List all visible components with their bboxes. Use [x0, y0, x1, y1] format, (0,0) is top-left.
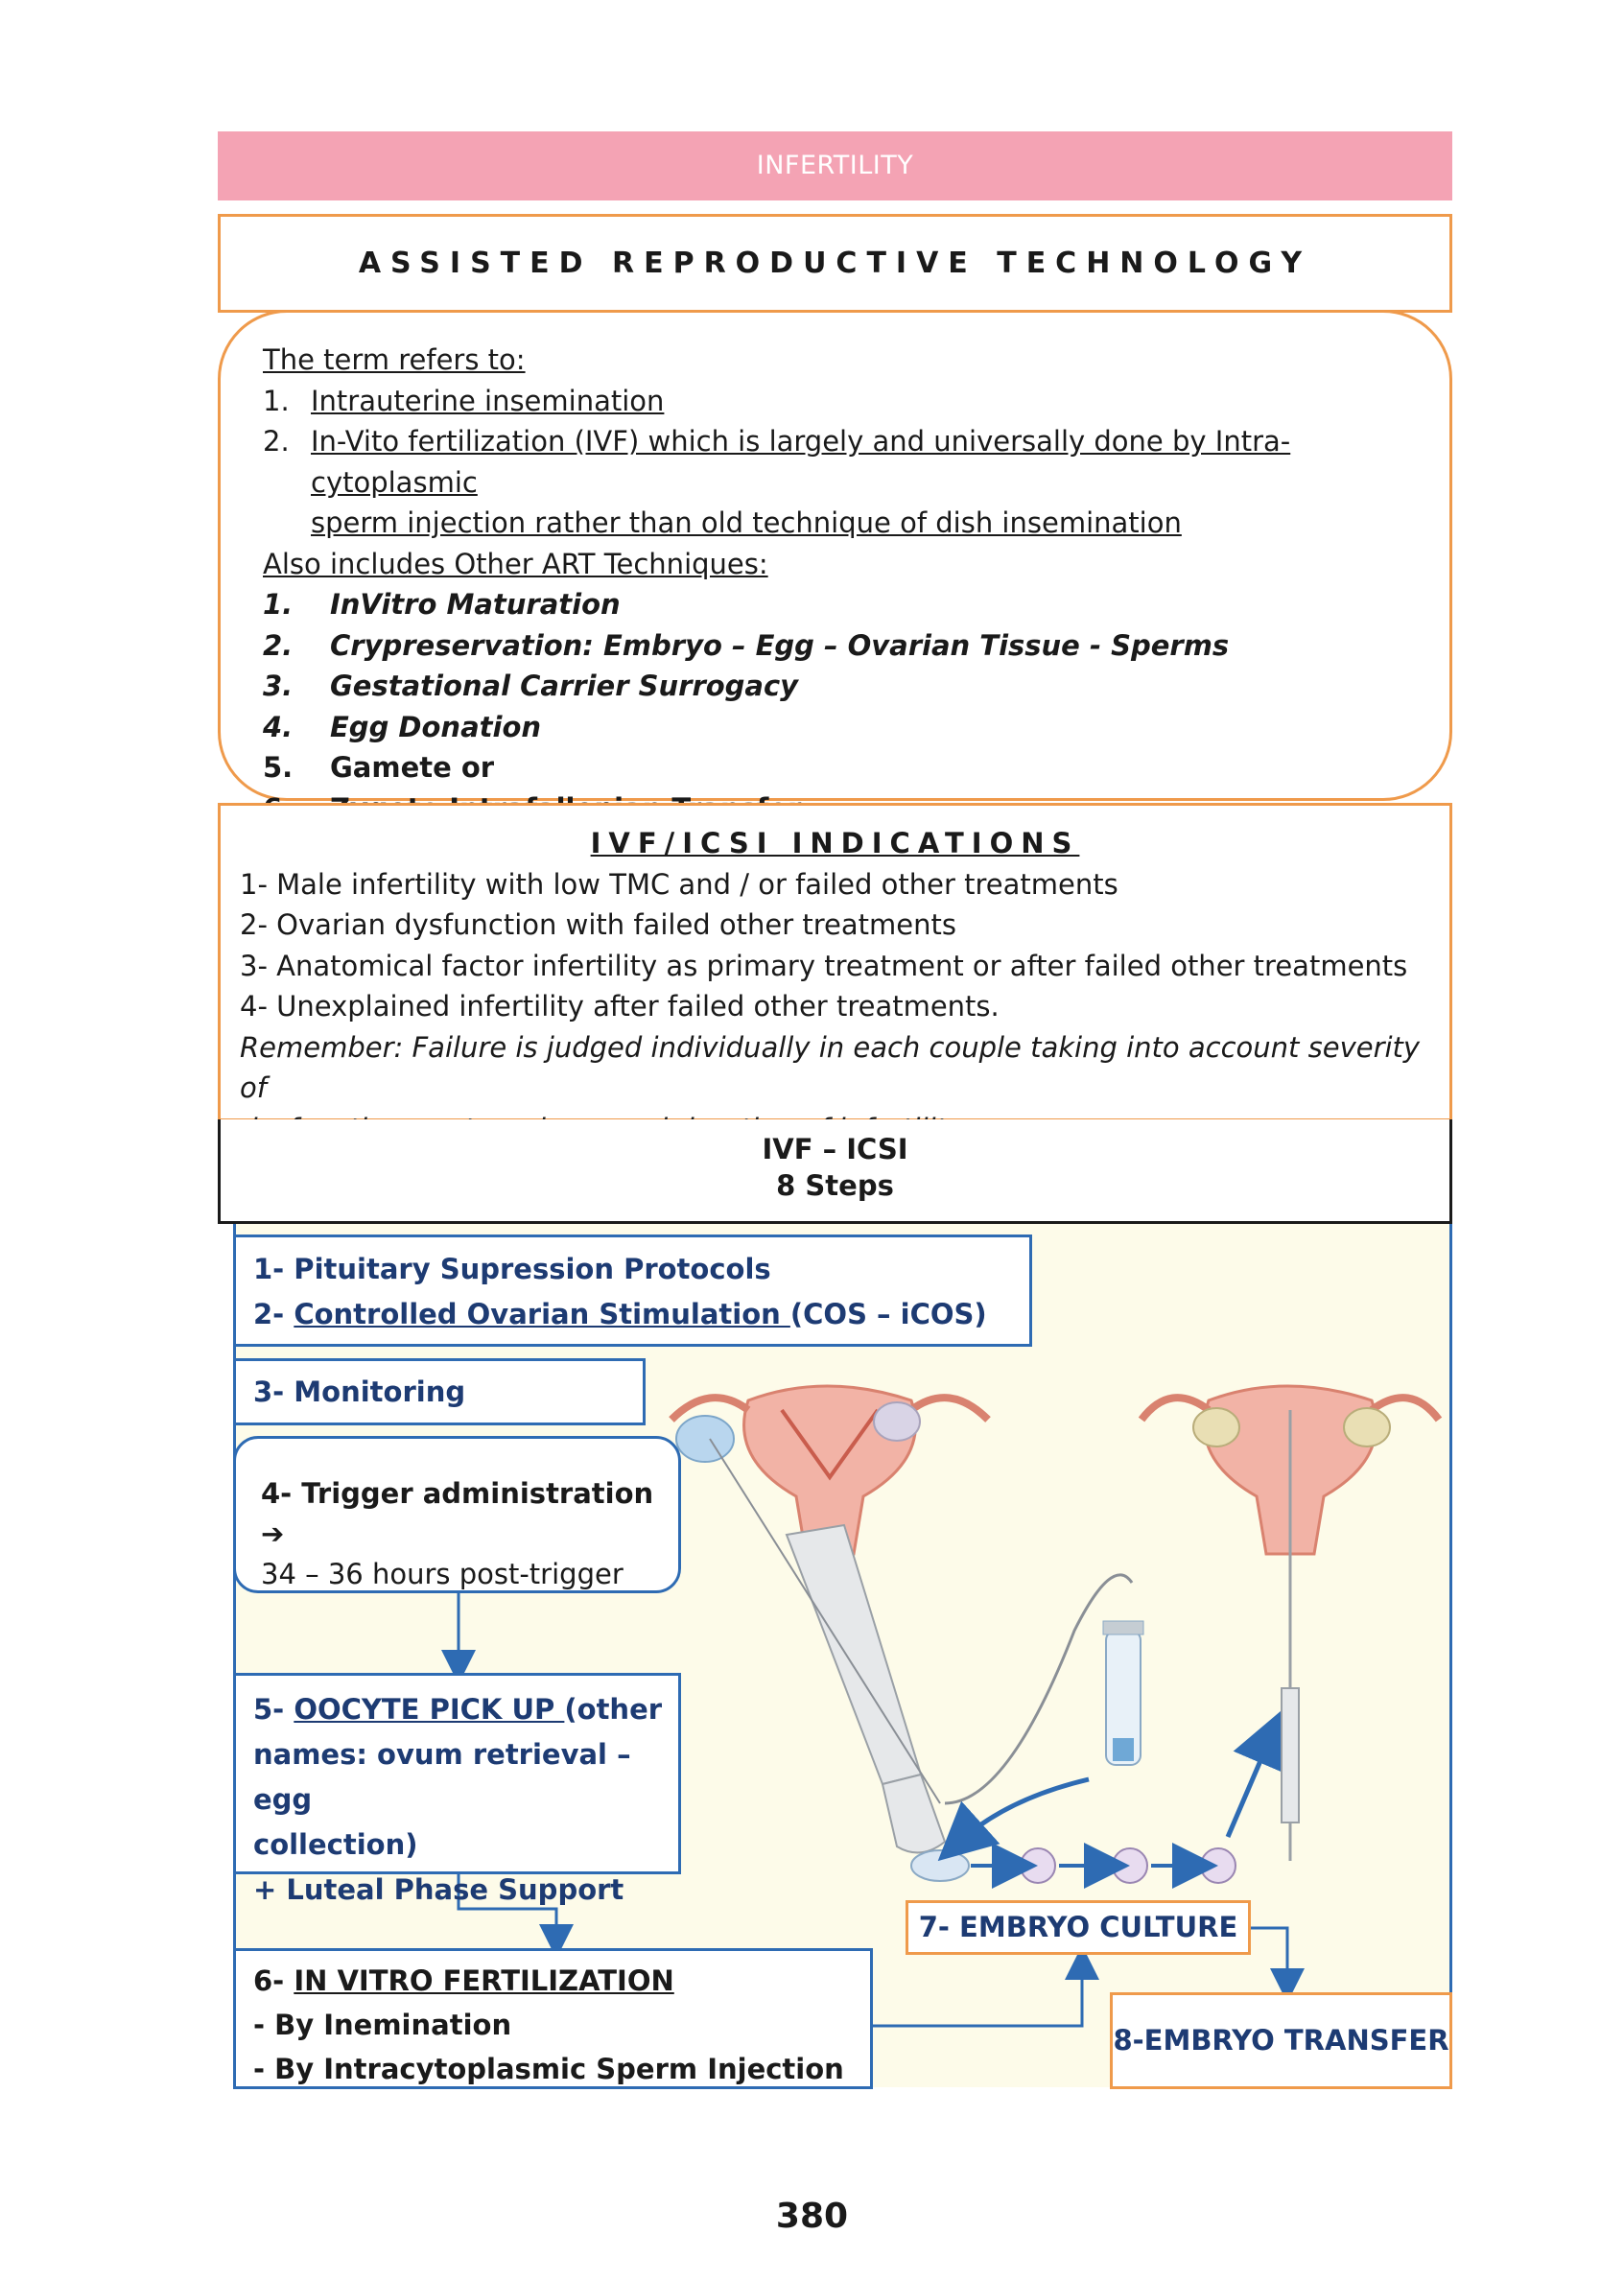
- art-title: ASSISTED REPRODUCTIVE TECHNOLOGY: [218, 214, 1452, 313]
- indication-item: 4- Unexplained infertility after failed …: [240, 990, 1000, 1023]
- technique-item-4: 4. Egg Donation: [263, 707, 1449, 748]
- refers-item-1: 1. Intrauterine insemination: [263, 381, 1449, 422]
- art-intro: The term refers to:: [263, 343, 526, 376]
- step-5-line2: names: ovum retrieval – egg: [253, 1738, 631, 1816]
- step-4-sub: 34 – 36 hours post-trigger: [261, 1558, 624, 1590]
- step-7-box: 7- EMBRYO CULTURE: [906, 1900, 1251, 1955]
- remember-note-line1: Remember: Failure is judged individually…: [240, 1030, 1421, 1105]
- technique-num: 3.: [263, 670, 294, 702]
- indications-title: IVF/ICSI INDICATIONS: [590, 827, 1080, 859]
- step-6-line1: 6- IN VITRO FERTILIZATION: [253, 1959, 870, 2003]
- step-8-box: 8-EMBRYO TRANSFER: [1110, 1992, 1452, 2089]
- indication-item: 3- Anatomical factor infertility as prim…: [240, 949, 1408, 982]
- step-4-label: 4- Trigger administration ➔: [261, 1477, 654, 1550]
- step-6-line2: - By Inemination: [253, 2009, 512, 2041]
- refers-text-line2: sperm injection rather than old techniqu…: [311, 506, 1182, 539]
- step-6-line3: - By Intracytoplasmic Sperm Injection: [253, 2053, 844, 2085]
- indication-item: 1- Male infertility with low TMC and / o…: [240, 867, 1118, 901]
- refers-text: Intrauterine insemination: [311, 384, 665, 417]
- step-1-2-box: 1- Pituitary Supression Protocols 2- Con…: [233, 1235, 1032, 1347]
- technique-text: InVitro Maturation: [330, 588, 621, 621]
- technique-num: 2.: [263, 628, 294, 662]
- indications-box: IVF/ICSI INDICATIONS 1- Male infertility…: [218, 803, 1452, 1145]
- refers-num: 2.: [263, 425, 290, 458]
- technique-text: Egg Donation: [330, 710, 542, 743]
- step-5-suffix: (other: [564, 1693, 663, 1726]
- technique-text: Gestational Carrier Surrogacy: [330, 670, 799, 702]
- steps-subtitle: 8 Steps: [776, 1169, 894, 1202]
- step-1-label: 1- Pituitary Supression Protocols: [253, 1253, 771, 1285]
- technique-item-5: 5. Gamete or: [263, 747, 1449, 788]
- step-5-line4: + Luteal Phase Support: [253, 1873, 624, 1906]
- technique-text: Crypreservation: Embryo – Egg – Ovarian …: [330, 628, 1230, 662]
- step-2-prefix: 2-: [253, 1298, 294, 1330]
- technique-text: Gamete or: [330, 751, 495, 784]
- step-6-prefix: 6-: [253, 1964, 294, 1997]
- step-6-main: IN VITRO FERTILIZATION: [294, 1964, 674, 1997]
- technique-num: 4.: [263, 710, 294, 743]
- also-includes: Also includes Other ART Techniques:: [263, 547, 768, 580]
- step-4-box: 4- Trigger administration ➔ 34 – 36 hour…: [233, 1436, 681, 1593]
- step-2-main: Controlled Ovarian Stimulation: [294, 1298, 790, 1330]
- chapter-header: INFERTILITY: [218, 131, 1452, 200]
- steps-header: IVF – ICSI 8 Steps: [218, 1119, 1452, 1224]
- steps-title: IVF – ICSI: [762, 1133, 908, 1165]
- step-5-prefix: 5-: [253, 1693, 294, 1726]
- technique-item-2: 2. Crypreservation: Embryo – Egg – Ovaria…: [263, 625, 1449, 667]
- refers-num: 1.: [263, 384, 290, 417]
- technique-num: 5.: [263, 751, 294, 784]
- page-number: 380: [775, 2197, 849, 2236]
- step-5-line1: 5- OOCYTE PICK UP (other: [253, 1687, 678, 1732]
- technique-item-1: 1. InVitro Maturation: [263, 584, 1449, 625]
- step-2-suffix: (COS – iCOS): [789, 1298, 987, 1330]
- refers-item-2: 2. In-Vito fertilization (IVF) which is …: [263, 421, 1449, 544]
- step-5-line3: collection): [253, 1828, 418, 1861]
- step-6-box: 6- IN VITRO FERTILIZATION - By Ineminati…: [233, 1948, 873, 2089]
- art-definition-box: The term refers to: 1. Intrauterine inse…: [218, 310, 1452, 825]
- step-2-label: 2- Controlled Ovarian Stimulation (COS –…: [253, 1292, 1029, 1337]
- step-5-box: 5- OOCYTE PICK UP (other names: ovum ret…: [233, 1673, 681, 1906]
- step-5-main: OOCYTE PICK UP: [294, 1693, 565, 1726]
- indication-item: 2- Ovarian dysfunction with failed other…: [240, 908, 956, 941]
- technique-item-3: 3. Gestational Carrier Surrogacy: [263, 666, 1449, 707]
- refers-text-line1: In-Vito fertilization (IVF) which is lar…: [311, 425, 1291, 499]
- step-3-box: 3- Monitoring: [233, 1358, 646, 1425]
- technique-num: 1.: [263, 588, 294, 621]
- refers-text: In-Vito fertilization (IVF) which is lar…: [311, 421, 1449, 544]
